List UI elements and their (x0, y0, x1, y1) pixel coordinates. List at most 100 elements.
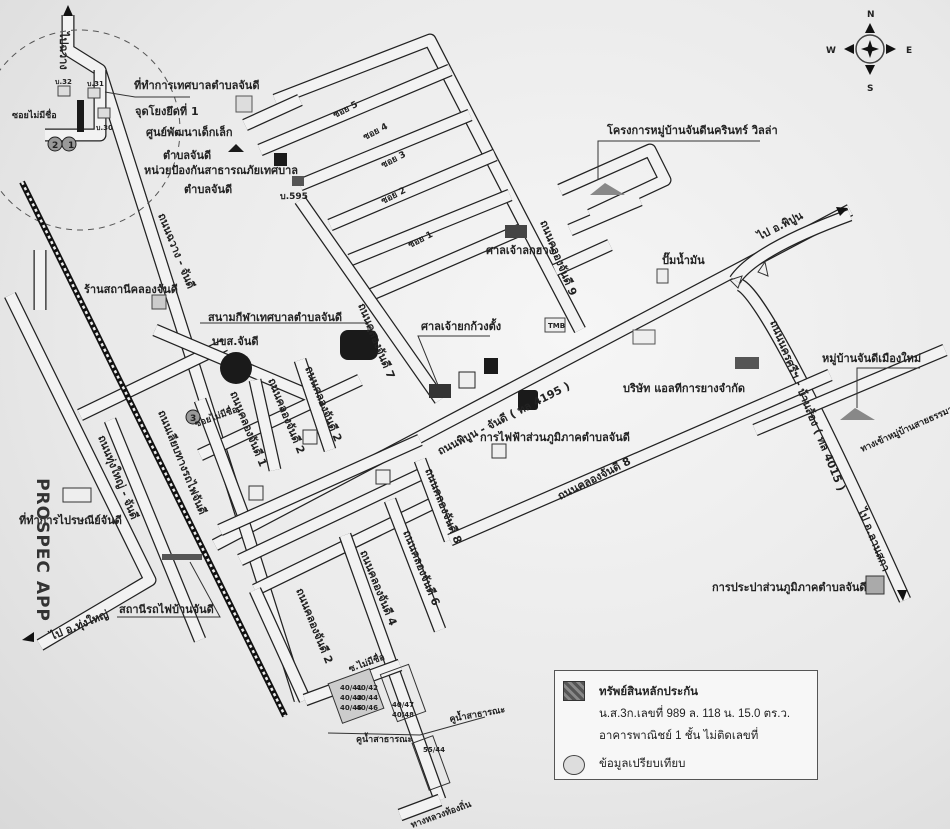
symbols: TMB (47, 85, 885, 595)
child-center-label-2: ตำบลจันดี (163, 149, 211, 162)
parcel-label: 40/44 (356, 694, 378, 702)
comparable-1-icon (61, 136, 77, 152)
parcel-label: 40/48 (392, 711, 414, 719)
legend-deed: น.ส.3ก.เลขที่ 989 ล. 118 น. 15.0 ตร.ว. (599, 708, 791, 720)
bus-terminal-icon (220, 352, 252, 384)
road-village-project (552, 144, 671, 275)
shrine-1-icon (505, 225, 527, 238)
gas-pump-icon (656, 268, 669, 284)
house-595-icon (292, 176, 304, 186)
compass-n: N (867, 10, 875, 20)
stadium-icon (340, 330, 378, 360)
post-office-label: ที่ทำการไปรษณีย์จันดี (19, 512, 122, 527)
parcel-label: 40/47 (392, 701, 414, 709)
radius-circle (0, 29, 181, 231)
arrow-to-lansaka-icon (897, 590, 907, 601)
comparable-circle-icon (563, 755, 585, 775)
electricity-icon (491, 443, 507, 459)
health-station-icon (151, 294, 167, 310)
arrow-to-phipun-icon (836, 207, 848, 216)
health-station-label: ร้านสถานีคลองจันดี (84, 283, 178, 296)
shrine-2-icon (429, 384, 451, 398)
road-network (4, 15, 948, 822)
legend-comparable: ข้อมูลเปรียบเทียบ (599, 758, 686, 770)
road-klong3 (295, 358, 335, 452)
village-project-label: โครงการหมู่บ้านจันดีนครินทร์ วิลล่า (606, 123, 778, 138)
road-label-klong2: ถนนคลองจันดี 2 (293, 586, 335, 665)
bank-3-icon (375, 469, 391, 485)
road-klong-ring (242, 65, 523, 300)
disaster-unit-icon (274, 153, 287, 166)
bank-icon (484, 358, 498, 374)
viewpoint-label: จุดโยงยึดที่ 1 (135, 103, 199, 119)
legend-collateral: ทรัพย์สินหลักประกัน (599, 686, 699, 698)
road-west-cross (77, 340, 228, 420)
comparable-3-label: 3 (190, 414, 196, 424)
kasikorn-bank-icon (458, 371, 476, 389)
railway (19, 180, 288, 718)
parcel-label: 40/43 (340, 694, 362, 702)
disaster-unit-label: หน่วยป้องกันสาธารณภัยเทศบาล (144, 164, 298, 177)
arrow-to-thungyai-icon (22, 632, 34, 642)
shrine-2-label: ศาลเจ้ายกก้วงตั้ง (421, 318, 501, 333)
electricity-label: การไฟฟ้าส่วนภูมิภาคตำบลจันดี (480, 430, 630, 445)
parcel-label: 40/41 (340, 684, 362, 692)
child-center-icon (228, 144, 244, 152)
legend-building: อาคารพาณิชย์ 1 ชั้น ไม่ติดเลขที่ (599, 730, 759, 742)
road-klong2a (249, 378, 281, 472)
comparable-2-label: 2 (52, 141, 58, 151)
seven-eleven-icon (248, 485, 264, 501)
parcel-label: 40/42 (356, 684, 378, 692)
bus-terminal-label: บขส.จันดี (212, 335, 259, 348)
road-klong2 (250, 587, 310, 703)
road-klong8 (447, 370, 833, 545)
road-local-hwy (398, 795, 442, 820)
comparable-3-icon (185, 409, 201, 425)
houses-icon (57, 85, 111, 119)
water-authority-icon (865, 575, 885, 595)
road-klong6 (385, 498, 445, 632)
water-authority-label: การประปาส่วนภูมิภาคตำบลจันดี (712, 581, 867, 595)
road-klong8a (415, 458, 455, 542)
road-label-to-village: ทางเข้าหมู่บ้านสายธรรมา (859, 404, 950, 455)
canal-label-2: คูน้ำสาธารณะ (448, 702, 506, 725)
parcel-label: 40/45 (340, 704, 362, 712)
island-icon (757, 260, 769, 277)
tmb-logo-text: TMB (548, 322, 565, 330)
gas-station-label: ปั๊มน้ำมัน (662, 252, 705, 267)
shrine-1-label: ศาลเจ้าลกฮวง (486, 244, 554, 257)
child-center-label: ศูนย์พัฒนาเด็กเล็ก (146, 125, 233, 140)
house-30-label: บ.30 (96, 124, 113, 132)
road-label-nakhon-bansong: ถนนนครศรีฯ - บ้านส้อง ( ทล 4015 ) (767, 318, 848, 493)
road-chawang-chandi (62, 15, 306, 702)
road-label-soi-top: ซอยไม่มีชื่อ (12, 108, 57, 121)
map-legend: ทรัพย์สินหลักประกัน น.ส.3ก.เลขที่ 989 ล.… (554, 670, 818, 780)
municipal-seal-icon (235, 95, 253, 113)
house-31-label: บ.31 (87, 80, 104, 88)
leader-lines (104, 91, 920, 736)
parcel-label: 40/46 (356, 704, 378, 712)
comparable-1-label: 1 (68, 141, 74, 151)
bangchak-icon (302, 429, 318, 445)
compass-rose: N E S W (826, 10, 912, 94)
road-thungyai (5, 292, 156, 650)
disaster-unit-label-2: ตำบลจันดี (184, 183, 232, 196)
house-595-label: บ.595 (280, 192, 308, 202)
house-32-label: บ.32 (55, 78, 72, 86)
factory-icon (735, 357, 759, 369)
road-label-to-lansaka: ไป อ.ลานสกา (854, 504, 893, 573)
collateral-lot-icon (77, 100, 84, 132)
parcel-blocks: 40/47 40/48 40/41 40/43 40/45 40/42 40/4… (327, 663, 451, 791)
road-klong7 (295, 196, 445, 404)
train-station-icon (162, 554, 202, 560)
road-label-to-thungyai: ไป อ.ทุ่งใหญ่ (46, 607, 111, 645)
tmb-icon (544, 317, 566, 333)
margin-watermark: PROSPEC APP (31, 478, 52, 622)
collateral-swatch-icon (563, 681, 585, 701)
compass-w: W (826, 46, 836, 56)
village-project-icon (590, 183, 625, 195)
place-labels: ที่ทำการเทศบาลตำบลจันดี จุดโยงยึดที่ 1 ศ… (19, 77, 921, 616)
road-label-to-north: ไปฉวาง (57, 30, 71, 70)
rubber-company-label: บริษัท แอลทีการยางจำกัด (623, 382, 745, 395)
road-klong9 (273, 34, 585, 333)
